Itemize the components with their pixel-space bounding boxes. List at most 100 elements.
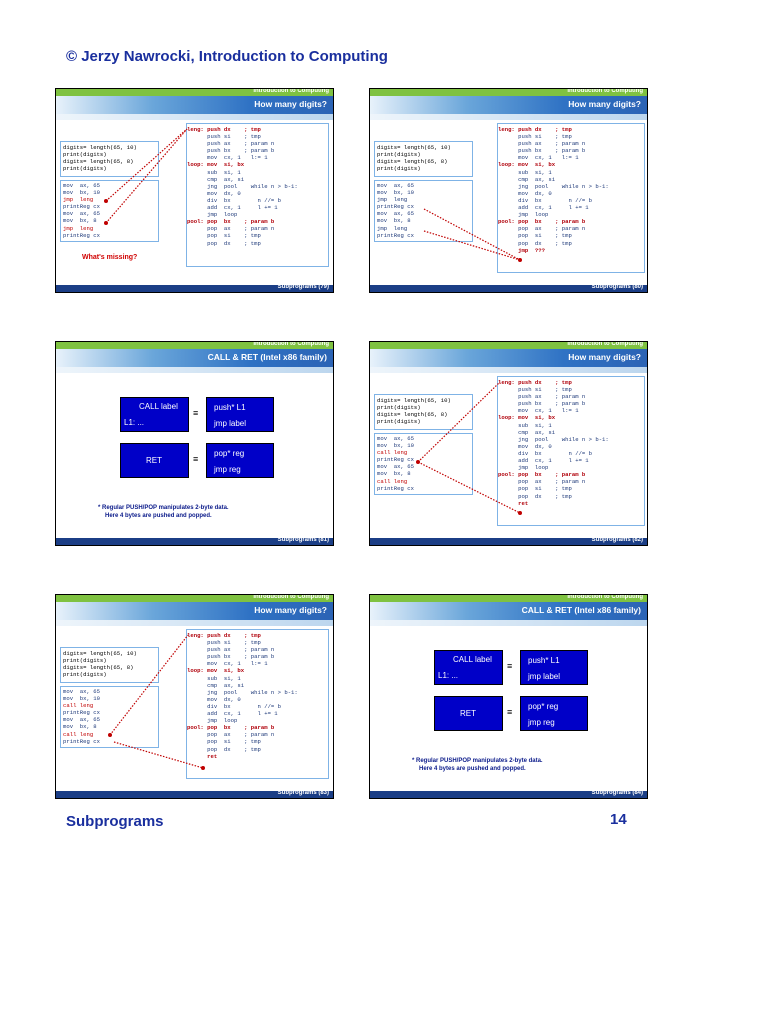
code-line: printReg cx	[377, 203, 414, 211]
code-line: printReg cx	[63, 203, 100, 211]
code-line: digits= length(65, 8)	[63, 664, 134, 672]
code-line: mov dx, 0	[498, 189, 552, 197]
code-line: print(digits)	[63, 165, 107, 173]
jmp-reg-label: jmp reg	[214, 465, 241, 474]
code-line: add cx, 1 l += 1	[187, 710, 278, 718]
code-line: jng pool while n > b-1:	[498, 435, 609, 443]
asm-main-box	[374, 180, 473, 242]
code-line: mov bx, 8	[63, 723, 97, 731]
return-arrow	[113, 741, 204, 769]
code-line: jmp ???	[498, 246, 545, 254]
equivalence-sign: ≡	[193, 454, 199, 464]
code-line: ret	[498, 499, 529, 507]
pop-label: pop* reg	[528, 702, 559, 711]
footnote-line: Here 4 bytes are pushed and popped.	[105, 513, 212, 519]
code-line: mov dx, 0	[187, 189, 241, 197]
asm-sub-code: leng: push dx ; tmp push si ; tmp push a…	[498, 379, 609, 507]
slide-top-bar: Introduction to Computing	[370, 89, 647, 96]
jmp-label: jmp label	[528, 672, 561, 681]
slide-79: Introduction to Computing How many digit…	[55, 88, 334, 293]
band-decoration	[56, 620, 333, 626]
code-line: pop dx ; tmp	[498, 239, 572, 247]
arrow-dot	[104, 221, 108, 225]
code-line: jmp leng	[377, 196, 408, 204]
slide-81: Introduction to Computing CALL & RET (In…	[55, 341, 334, 546]
slide-title: CALL & RET (Intel x86 family)	[521, 605, 641, 615]
l1-label: L1: ...	[124, 418, 145, 427]
code-line: jmp leng	[63, 224, 94, 232]
code-line: div bx n //= b	[187, 702, 281, 710]
code-line: pop ax ; param n	[187, 731, 275, 739]
return-arrow	[423, 230, 521, 261]
pop-jmp-box: pop* reg jmp reg	[206, 443, 274, 478]
asm-main-code: mov ax, 65 mov bx, 10 call leng printReg…	[377, 435, 414, 492]
code-line: add cx, 1 l += 1	[187, 204, 278, 212]
code-line: pop ax ; param n	[498, 225, 586, 233]
asm-main-box	[374, 433, 473, 495]
code-line: jmp leng	[63, 196, 94, 204]
l1-label: L1: ...	[438, 671, 459, 680]
arrow-dot	[201, 766, 205, 770]
code-line: leng: push dx ; tmp	[498, 379, 572, 386]
code-line: pool: pop bx ; param b	[498, 218, 586, 226]
course-label: Introduction to Computing	[567, 88, 643, 94]
jmp-reg-label: jmp reg	[528, 718, 555, 727]
slide-title: How many digits?	[254, 605, 327, 615]
python-box	[374, 394, 473, 430]
code-line: mov dx, 0	[187, 695, 241, 703]
code-line: jmp loop	[187, 211, 238, 219]
ret-label: RET	[460, 709, 476, 718]
code-line: loop: mov si, bx	[187, 161, 245, 169]
slide-82: Introduction to Computing How many digit…	[369, 341, 648, 546]
asm-main-code: mov ax, 65 mov bx, 10 jmp leng printReg …	[63, 182, 100, 239]
code-line: mov ax, 65	[63, 716, 100, 724]
push-jmp-box: push* L1 jmp label	[520, 650, 588, 685]
slide-number: Subprograms (79)	[277, 284, 329, 290]
band-decoration	[56, 114, 333, 120]
code-line: printReg cx	[63, 737, 100, 745]
code-line: push ax ; param n	[498, 140, 586, 148]
arrow-dot	[104, 199, 108, 203]
slide-title: How many digits?	[568, 352, 641, 362]
code-line: printReg cx	[377, 484, 414, 492]
asm-sub-box	[186, 629, 329, 779]
code-line: printReg cx	[63, 231, 100, 239]
code-line: sub si, 1	[498, 168, 552, 176]
footnote-line: * Regular PUSH/POP manipulates 2-byte da…	[412, 758, 543, 764]
code-line: cmp ax, si	[498, 428, 556, 436]
code-line: jng pool while n > b-1:	[187, 182, 298, 190]
code-line: push ax ; param n	[498, 393, 586, 401]
asm-sub-code: leng: push dx ; tmp push si ; tmp push a…	[187, 126, 298, 247]
code-line: leng: push dx ; tmp	[187, 632, 261, 639]
code-line: cmp ax, si	[187, 681, 245, 689]
code-line: digits= length(65, 10)	[63, 650, 137, 657]
code-line: add cx, 1 l += 1	[498, 204, 589, 212]
code-line: loop: mov si, bx	[187, 667, 245, 675]
code-line: digits= length(65, 10)	[377, 144, 451, 151]
code-line: mov bx, 10	[63, 695, 100, 703]
arrow-dot	[518, 258, 522, 262]
slide-bottom-bar: Subprograms (82)	[370, 537, 647, 545]
code-line: mov cx, 1 l:= 1	[498, 407, 579, 415]
code-line: push bx ; param b	[187, 653, 275, 661]
code-line: jmp loop	[498, 464, 549, 472]
code-line: print(digits)	[377, 418, 421, 426]
call-box: CALL label L1: ...	[434, 650, 503, 685]
code-line: add cx, 1 l += 1	[498, 457, 589, 465]
slide-title-band: CALL & RET (Intel x86 family)	[56, 349, 333, 367]
python-box	[374, 141, 473, 177]
slide-80: Introduction to Computing How many digit…	[369, 88, 648, 293]
code-line: mov ax, 65	[377, 210, 414, 218]
code-line: jng pool while n > b-1:	[187, 688, 298, 696]
python-code: digits= length(65, 10) print(digits) dig…	[377, 144, 451, 172]
code-line: print(digits)	[377, 165, 421, 173]
slide-title: CALL & RET (Intel x86 family)	[207, 352, 327, 362]
equivalence-sign: ≡	[507, 661, 513, 671]
code-line: mov bx, 10	[377, 189, 414, 197]
asm-main-box	[60, 686, 159, 748]
pop-label: pop* reg	[214, 449, 245, 458]
course-label: Introduction to Computing	[253, 88, 329, 94]
page-number: 14	[610, 811, 627, 828]
code-line: mov bx, 8	[63, 217, 97, 225]
asm-sub-code: leng: push dx ; tmp push si ; tmp push a…	[498, 126, 609, 254]
